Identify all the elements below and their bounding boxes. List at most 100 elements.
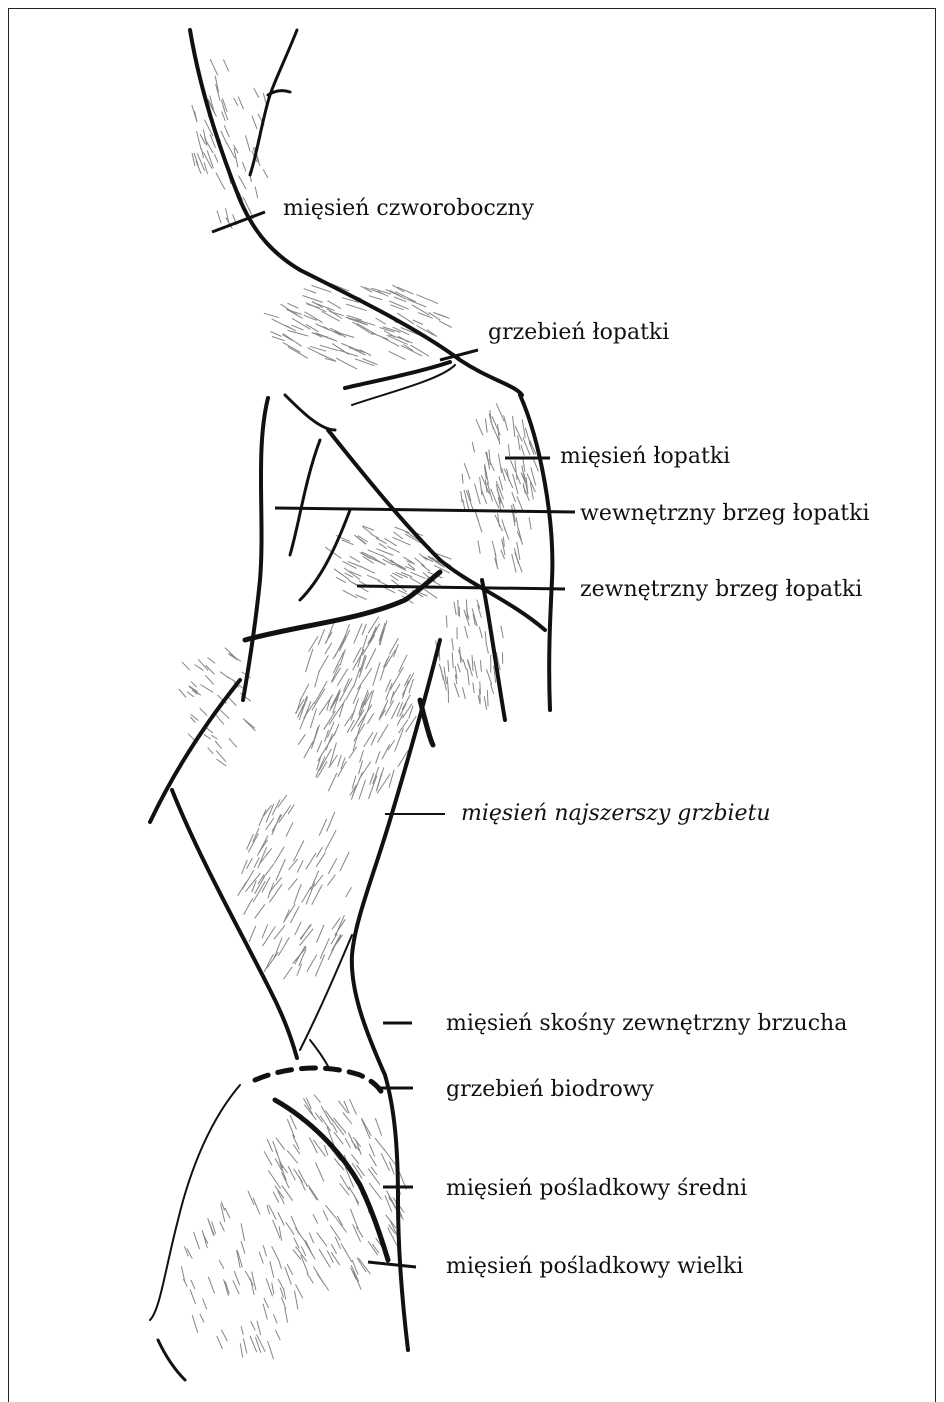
fibre-stroke xyxy=(247,834,254,850)
fibre-stroke xyxy=(214,154,218,163)
fibre-stroke xyxy=(398,590,407,594)
gluteus-lower xyxy=(158,1340,185,1380)
fibre-stroke xyxy=(259,809,266,826)
fibre-stroke xyxy=(285,1308,288,1323)
fibre-stroke xyxy=(272,1283,274,1295)
fibre-stroke xyxy=(327,1250,333,1262)
fibre-stroke xyxy=(350,1209,358,1229)
label-iliac-crest: grzebień biodrowy xyxy=(446,1079,654,1101)
fibre-stroke xyxy=(259,840,268,853)
fibre-stroke xyxy=(204,734,211,739)
fibre-stroke xyxy=(268,883,274,899)
fibre-stroke xyxy=(324,732,336,751)
fibre-stroke xyxy=(341,343,353,348)
fibre-stroke xyxy=(255,904,265,918)
fibre-stroke xyxy=(345,1138,350,1148)
fibre-stroke xyxy=(377,724,388,742)
fibre-stroke xyxy=(292,318,310,329)
fibre-stroke xyxy=(496,403,504,421)
fibre-stroke xyxy=(329,755,338,768)
fibre-stroke xyxy=(270,1261,274,1278)
fibre-stroke xyxy=(323,327,341,336)
fibre-stroke xyxy=(312,689,325,711)
fibre-stroke xyxy=(272,814,281,835)
fibre-stroke xyxy=(473,682,474,693)
label-trapezius: mięsień czworoboczny xyxy=(283,198,534,220)
fibre-stroke xyxy=(334,1132,343,1144)
fibre-stroke xyxy=(262,924,268,938)
fibre-stroke xyxy=(287,1264,293,1275)
label-lateral-border: zewnętrzny brzeg łopatki xyxy=(580,579,862,601)
fibre-stroke xyxy=(373,662,380,686)
fibre-stroke xyxy=(513,416,515,437)
fibre-stroke xyxy=(203,1298,207,1309)
fibre-stroke xyxy=(196,161,201,174)
fibre-stroke xyxy=(184,1246,188,1256)
fibre-stroke xyxy=(521,445,524,456)
fibre-stroke xyxy=(518,435,520,450)
fibre-stroke xyxy=(224,125,229,137)
fibre-stroke xyxy=(216,715,224,724)
fibre-stroke xyxy=(266,1278,272,1296)
fibre-stroke xyxy=(350,556,360,562)
fibre-stroke xyxy=(373,767,379,784)
fibre-stroke xyxy=(309,636,318,651)
fibre-stroke xyxy=(336,1219,346,1233)
fibre-stroke xyxy=(286,1222,294,1235)
scapula-diagonal xyxy=(328,430,545,630)
fibre-stroke xyxy=(328,858,337,874)
fibre-stroke xyxy=(452,638,454,650)
fibre-stroke xyxy=(300,710,308,729)
fibre-stroke xyxy=(191,1280,195,1289)
fibre-stroke xyxy=(338,755,342,767)
fibre-stroke xyxy=(336,577,346,582)
fibre-stroke xyxy=(463,687,466,699)
fibre-stroke xyxy=(492,416,500,435)
fibre-stroke xyxy=(464,463,470,479)
fibre-stroke xyxy=(484,696,487,710)
fibre-stroke xyxy=(517,542,520,560)
fibre-stroke xyxy=(323,1210,328,1220)
fibre-stroke xyxy=(339,350,359,356)
fibre-stroke xyxy=(242,870,254,889)
fibre-stroke xyxy=(367,575,380,581)
fibre-stroke xyxy=(368,617,379,634)
iliac-crest-contour xyxy=(255,1068,385,1100)
fibre-stroke xyxy=(413,320,423,325)
fibre-stroke xyxy=(349,747,357,759)
fibre-stroke xyxy=(448,660,449,672)
fibre-stroke xyxy=(210,59,218,75)
fibre-stroke xyxy=(333,637,346,659)
fibre-stroke xyxy=(251,1321,256,1330)
fibre-stroke xyxy=(341,1243,352,1262)
fibre-stroke xyxy=(278,1259,281,1268)
label-gluteus-maximus: mięsień pośladkowy wielki xyxy=(446,1256,743,1278)
fibre-stroke xyxy=(438,314,449,318)
fibre-stroke xyxy=(308,1185,318,1200)
fibre-stroke xyxy=(489,449,490,465)
fibre-stroke xyxy=(386,1215,397,1229)
fibre-stroke xyxy=(229,653,242,661)
leader-medial-border xyxy=(275,508,575,512)
fibre-stroke xyxy=(381,1153,389,1170)
fibre-stroke xyxy=(346,887,352,897)
fibre-stroke xyxy=(216,173,225,190)
oblique-inner-2 xyxy=(310,1040,330,1070)
fibre-stroke xyxy=(273,1192,279,1203)
fibre-stroke xyxy=(198,659,208,670)
fibre-stroke xyxy=(491,684,494,694)
fibre-stroke xyxy=(370,556,385,565)
fibre-stroke xyxy=(393,564,406,571)
fibre-stroke xyxy=(330,743,337,767)
fibre-stroke xyxy=(192,1315,198,1333)
fibre-stroke xyxy=(347,720,354,733)
fibre-stroke xyxy=(462,474,463,484)
fibre-stroke xyxy=(211,735,217,739)
fibre-stroke xyxy=(357,1258,366,1273)
fibre-stroke xyxy=(298,734,305,745)
fibre-stroke xyxy=(249,926,256,942)
fibre-stroke xyxy=(327,697,331,710)
fibre-stroke xyxy=(220,710,229,718)
fibre-stroke xyxy=(357,1165,365,1176)
fibre-stroke xyxy=(379,629,384,645)
